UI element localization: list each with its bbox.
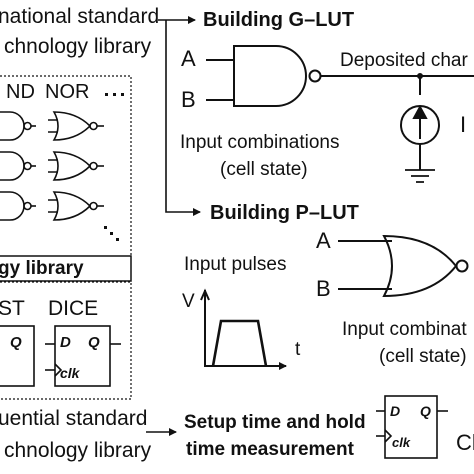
dice-flip-flop xyxy=(45,325,121,387)
g-lut-caption-line2: (cell state) xyxy=(220,159,308,180)
p-lut-title: Building P–LUT xyxy=(210,202,359,224)
sequential-library-title-line1: uential standard xyxy=(0,407,148,430)
nor-label: NOR xyxy=(45,81,90,103)
g-lut-input-b: B xyxy=(181,87,196,112)
deposited-charge-wire xyxy=(321,75,474,95)
g-lut-nand-gate xyxy=(206,45,322,107)
g-lut-title: Building G–LUT xyxy=(203,9,355,31)
setup-hold-line1: Setup time and hold xyxy=(184,412,366,433)
technology-library-label: gy library xyxy=(0,258,84,279)
right-cell-clk-pin: clk xyxy=(392,435,411,450)
nand-label: ND xyxy=(6,81,35,103)
ellipsis-dots xyxy=(104,93,124,241)
g-lut-caption-line1: Input combinations xyxy=(180,132,340,153)
setup-hold-line2: time measurement xyxy=(186,439,354,460)
clock-flip-flop xyxy=(376,395,448,459)
st-flip-flop xyxy=(0,325,35,387)
p-lut-caption-line1: Input combinat xyxy=(342,319,467,340)
dice-d-pin: D xyxy=(60,334,71,351)
pulse-graph xyxy=(204,290,287,370)
p-lut-input-a: A xyxy=(316,228,331,253)
dice-clk-pin: clk xyxy=(60,365,80,381)
p-lut-nor-gate xyxy=(338,234,469,298)
nand-gates xyxy=(0,111,36,221)
p-lut-input-b: B xyxy=(316,276,331,301)
combinational-library-title-line1: national standard xyxy=(0,5,160,28)
current-source xyxy=(400,104,440,183)
right-cell-q-pin: Q xyxy=(420,403,431,419)
sequential-library-box xyxy=(0,281,132,400)
arrow-to-p-lut xyxy=(165,20,201,216)
g-lut-input-a: A xyxy=(181,46,196,71)
dice-cell-name: DICE xyxy=(48,297,99,320)
technology-library-bar xyxy=(0,255,132,282)
p-lut-caption-line2: (cell state) xyxy=(379,346,467,367)
input-pulses-label: Input pulses xyxy=(184,254,287,275)
st-q-pin: Q xyxy=(10,334,22,351)
dice-q-pin: Q xyxy=(88,334,100,351)
v-axis-label: V xyxy=(182,291,195,312)
t-axis-label: t xyxy=(295,339,301,360)
right-cell-name: Cl xyxy=(456,430,474,455)
sequential-library-title-line2: chnology library xyxy=(4,439,152,462)
deposited-charge-label: Deposited char xyxy=(340,50,468,71)
v-axis-arrowhead xyxy=(200,288,210,301)
right-cell-d-pin: D xyxy=(390,403,401,419)
combinational-library-title-line2: chnology library xyxy=(4,35,152,58)
combinational-library-box xyxy=(0,75,132,256)
current-source-label: I xyxy=(460,112,467,137)
st-cell-name: ST xyxy=(0,297,25,320)
nor-gates xyxy=(48,111,104,221)
junction-node xyxy=(417,73,423,79)
